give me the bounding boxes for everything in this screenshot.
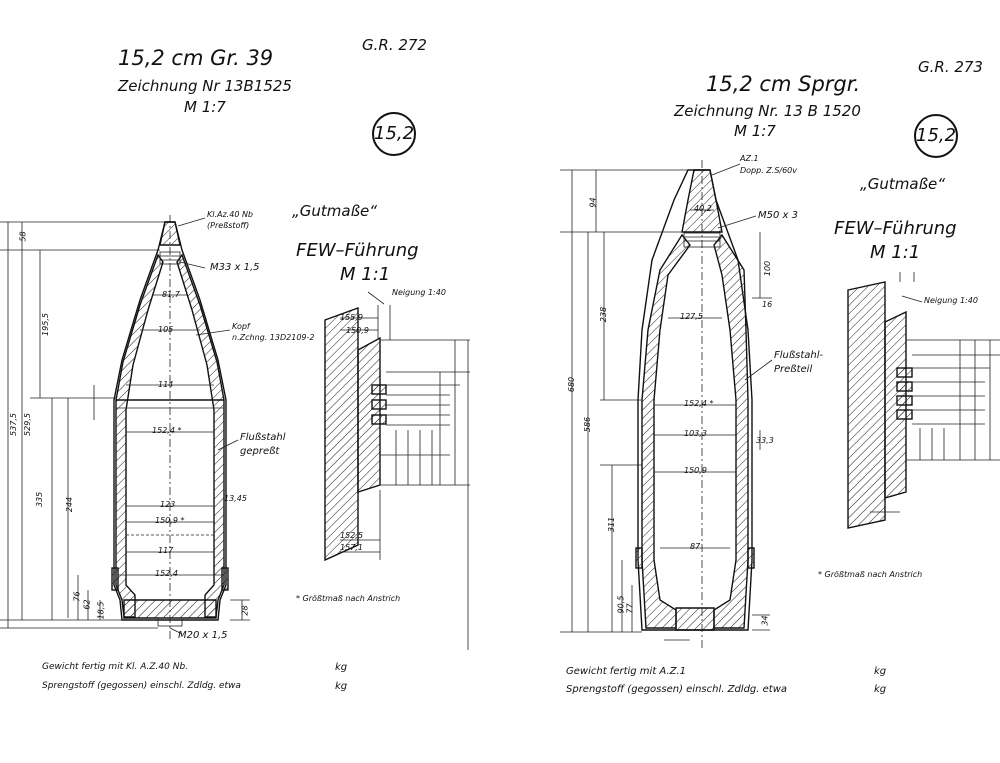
right-weight-label: Gewicht fertig mit A.Z.1 [566,666,687,677]
right-dim-d5: 127,5 [680,312,703,321]
left-dim-r2: 150,9 [346,326,369,335]
left-dim-v8: 62 [82,599,92,610]
right-dim-v6: 100 [763,260,773,277]
left-weight-label: Gewicht fertig mit Kl. A.Z.40 Nb. [42,662,189,672]
left-dim-d9: 13,45 [224,494,247,503]
left-dim-v10: 28 [240,605,250,616]
right-neigung: Neigung 1:40 [924,296,978,305]
left-kopf-label: Kopf [232,322,250,331]
right-fuze-booster: Dopp. Z.S/60v [740,166,798,175]
left-dim-v3: 195,5 [40,313,50,336]
right-dim-d6: 40,2 [694,204,712,213]
left-kopf-drawing: n.Zchng. 13D2109-2 [232,333,315,342]
left-dim-d1: 152,4 * [152,426,182,435]
right-dim-d2: 103,3 [684,429,707,438]
right-shell-section [560,160,773,650]
left-dim-v7: 76 [72,591,82,602]
left-few-detail [324,291,470,650]
left-drawing-number: Zeichnung Nr 13B1525 [118,77,292,95]
right-caliber-seal: 15,2 [914,114,958,158]
left-material-label: Flußstahl [240,432,286,443]
left-dim-v2: 529,5 [22,413,32,436]
left-dim-v6: 58 [18,231,28,242]
left-ref: G.R. 272 [362,36,427,54]
left-fuze-material: (Preßstoff) [207,221,250,230]
left-dim-v1: 537,5 [8,413,18,436]
left-dim-v5: 244 [65,496,75,513]
right-thread-label: M50 x 3 [758,210,798,221]
right-charge-unit: kg [874,684,887,695]
right-few-title: FEW–Führung [834,218,957,239]
right-few-scale: M 1:1 [870,242,921,263]
left-gutmasse: „Gutmaße“ [292,202,378,220]
left-dim-v9: 18,5 [96,601,106,620]
left-dim-d3: 150,9 * [155,516,185,525]
right-material-process: Preßteil [774,364,813,375]
left-dim-d2: 123 [160,500,176,509]
left-few-title: FEW–Führung [296,240,419,261]
left-dim-r3: 157,1 [340,543,363,552]
right-drawing-number: Zeichnung Nr. 13 B 1520 [674,102,861,120]
right-ref: G.R. 273 [918,58,983,76]
right-dim-v9: 33,3 [756,436,774,445]
right-dim-v10: 16 [762,300,773,309]
right-dim-v11: 34 [760,615,770,626]
right-fuze-label: AZ.1 [740,154,759,163]
right-dim-v5: 94 [588,197,598,208]
left-scale: M 1:7 [184,98,226,116]
left-base-thread: M20 x 1,5 [178,630,228,641]
left-dim-r4: 152,5 [340,531,363,540]
right-title: 15,2 cm Sprgr. [706,72,861,96]
left-dim-d4: 117 [158,546,174,555]
right-dim-d1: 152,4 * [684,399,714,408]
left-charge-unit: kg [335,681,348,692]
right-dim-d3: 150,9 [684,466,707,475]
left-title: 15,2 cm Gr. 39 [118,46,274,70]
left-caliber-seal: 15,2 [372,112,416,156]
left-few-scale: M 1:1 [340,264,391,285]
left-dim-d8: 81,7 [162,290,180,299]
right-scale: M 1:7 [734,122,776,140]
left-neigung: Neigung 1:40 [392,288,446,297]
right-dim-d4: 87 [690,542,701,551]
right-dim-v7: 90,5 [616,595,626,614]
right-dim-v1: 680 [567,376,577,393]
right-material-label: Flußstahl- [774,350,824,361]
left-note: * Größtmaß nach Anstrich [296,594,401,603]
left-dim-d5: 152,4 [155,569,178,578]
right-weight-unit: kg [874,666,887,677]
left-thread-label: M33 x 1,5 [210,262,260,273]
left-dim-r1: 155,9 [340,313,363,322]
right-dim-v2: 586 [583,416,593,433]
right-dim-v4: 311 [607,516,617,533]
right-dim-v8: 77 [625,603,635,614]
left-weight-unit: kg [335,662,348,673]
left-material-process: gepreßt [240,446,280,457]
left-fuze-label: Kl.Az.40 Nb [207,210,254,219]
left-dim-v4: 335 [35,491,45,508]
left-shell-section [0,215,250,640]
left-dim-d6: 114 [158,380,174,389]
left-charge-label: Sprengstoff (gegossen) einschl. Zdldg. e… [42,681,241,691]
right-charge-label: Sprengstoff (gegossen) einschl. Zdldg. e… [566,684,788,695]
right-note: * Größtmaß nach Anstrich [818,570,923,579]
left-dim-d7: 105 [158,325,174,334]
right-gutmasse: „Gutmaße“ [860,175,946,193]
right-few-detail [847,272,1000,529]
right-dim-v3: 238 [599,306,609,323]
